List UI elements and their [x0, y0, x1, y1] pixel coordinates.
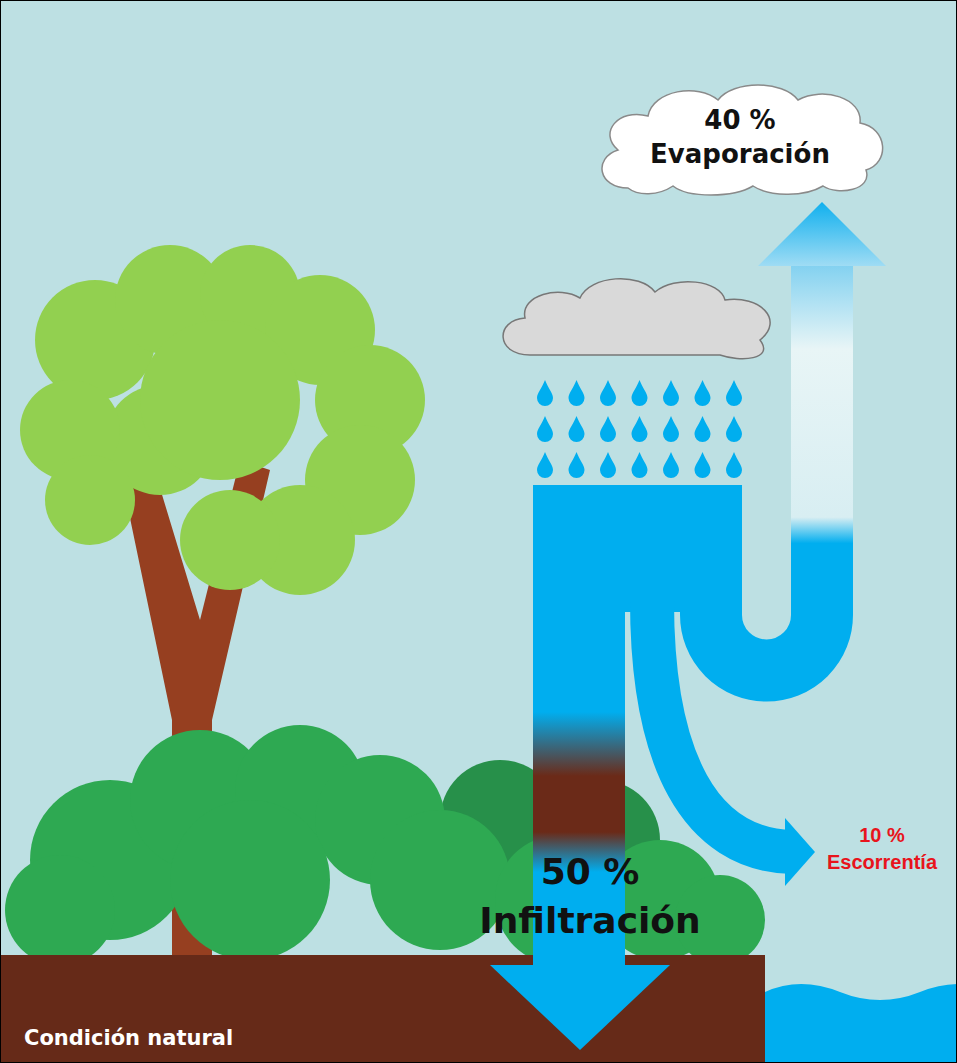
rain-cloud [503, 279, 770, 359]
rain-drops [537, 380, 742, 478]
bushes [5, 725, 765, 965]
soil [0, 955, 765, 1063]
tree-canopy [20, 245, 425, 595]
water-body [765, 984, 957, 1063]
infiltration-label: 50 % Infiltración [440, 848, 740, 945]
condition-label: Condición natural [24, 1024, 424, 1052]
cloud-outline [588, 78, 892, 198]
evaporation-cloud: 40 % Evaporación [588, 78, 892, 198]
runoff-label: 10 % Escorrentía [815, 822, 949, 876]
node-text: 40 % Evaporación [625, 104, 855, 172]
